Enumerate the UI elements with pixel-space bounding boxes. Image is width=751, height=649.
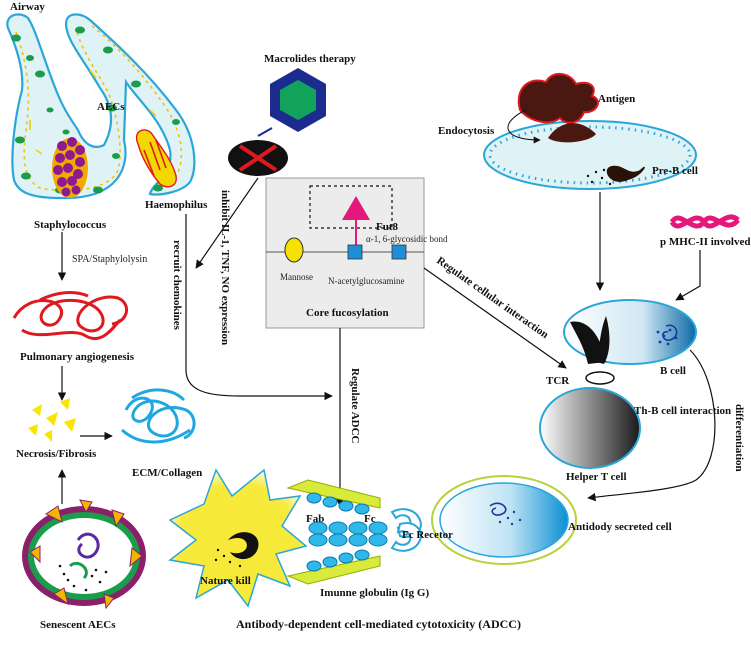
macrolide-connector bbox=[257, 127, 273, 137]
regulate-cell-label: Regulate cellular interaction bbox=[434, 255, 550, 341]
senescent-label: Senescent AECs bbox=[40, 619, 116, 631]
airway-label: Airway bbox=[10, 1, 45, 13]
recruit-arrow bbox=[185, 214, 333, 401]
endocytosis-label: Endocytosis bbox=[438, 125, 495, 137]
mannose-label: Mannose bbox=[280, 272, 313, 282]
aecs-label: AECs bbox=[97, 101, 125, 113]
nk-label: Nature kill bbox=[200, 575, 251, 587]
mhc-helix-icon bbox=[669, 214, 740, 229]
pulmonary-label: Pulmonary angiogenesis bbox=[20, 351, 135, 363]
regulate-cell-arrow bbox=[423, 267, 567, 369]
bcell-label: B cell bbox=[660, 365, 686, 377]
fc-receptor-icon bbox=[390, 508, 422, 552]
fc-receptor-label: Fc Recetor bbox=[402, 529, 453, 541]
glcnac-icon-2 bbox=[391, 244, 407, 260]
tcr-label: TCR bbox=[546, 375, 570, 387]
fucose-triangle-icon bbox=[342, 196, 370, 246]
haemophilus-cluster bbox=[135, 129, 177, 188]
igg-label: Imunne globulin (Ig G) bbox=[320, 587, 429, 599]
necrosis-fragments bbox=[28, 398, 76, 442]
nacetyl-label: N-acetylglucosamine bbox=[328, 276, 404, 286]
pulmonary-vessel-tangle bbox=[12, 291, 128, 341]
helper-label: Helper T cell bbox=[566, 471, 627, 483]
spa-label: SPA/Staphylolysin bbox=[72, 254, 147, 265]
mannose-icon bbox=[284, 237, 304, 263]
fut8-dashed-box bbox=[309, 185, 393, 229]
antibody-cell-label: Antidody secreted cell bbox=[568, 521, 672, 533]
antigen-label: Antigen bbox=[598, 93, 635, 105]
staphylococcus-label: Staphylococcus bbox=[34, 219, 107, 231]
fut8-label: Fut8 bbox=[376, 221, 399, 233]
differentiation-label: differentiation bbox=[733, 404, 745, 472]
adcc-title-label: Antibody-dependent cell-mediated cytotox… bbox=[236, 617, 521, 631]
antibody-secreted-cell bbox=[431, 475, 577, 565]
fab-label: Fab bbox=[306, 513, 324, 525]
differentiation-arrow bbox=[587, 349, 716, 502]
alpha-bond-label: α-1, 6-glycosidic bond bbox=[366, 234, 448, 244]
thb-label: Th-B cell interaction bbox=[634, 405, 731, 417]
senescent-aecs-cell bbox=[22, 499, 146, 610]
ecm-collagen-tangle bbox=[121, 388, 196, 444]
ecm-label: ECM/Collagen bbox=[132, 467, 202, 479]
endocytosis-arrow bbox=[507, 109, 541, 144]
macrolide-hexagon-icon bbox=[270, 68, 326, 132]
igg-antibody-icon bbox=[286, 479, 388, 585]
mhc-to-bcell-arrow bbox=[675, 250, 701, 301]
antigen-icon bbox=[517, 73, 599, 143]
recruit-label: recruit chemokines bbox=[171, 240, 183, 331]
glcnac-icon-1 bbox=[347, 244, 363, 260]
regulate-adcc-label: Regulate ADCC bbox=[349, 368, 361, 444]
staphylococcus-cluster bbox=[52, 137, 88, 198]
preb-label: Pre-B cell bbox=[652, 165, 698, 177]
nk-cell bbox=[168, 468, 308, 608]
haemophilus-label: Haemophilus bbox=[145, 199, 208, 211]
inhibit-label: inhibit IL-1, TNF, NO expression bbox=[219, 190, 231, 345]
necrosis-label: Necrosis/Fibrosis bbox=[16, 448, 97, 460]
inhibit-arrow bbox=[195, 177, 259, 269]
fc-label: Fc bbox=[364, 513, 376, 525]
core-fuco-label: Core fucosylation bbox=[306, 307, 389, 319]
mhc-label: p MHC-II involved bbox=[660, 236, 750, 248]
macrolides-label: Macrolides therapy bbox=[264, 53, 356, 65]
helper-t-cell bbox=[539, 387, 641, 469]
inhibition-cross-icon bbox=[228, 140, 288, 176]
